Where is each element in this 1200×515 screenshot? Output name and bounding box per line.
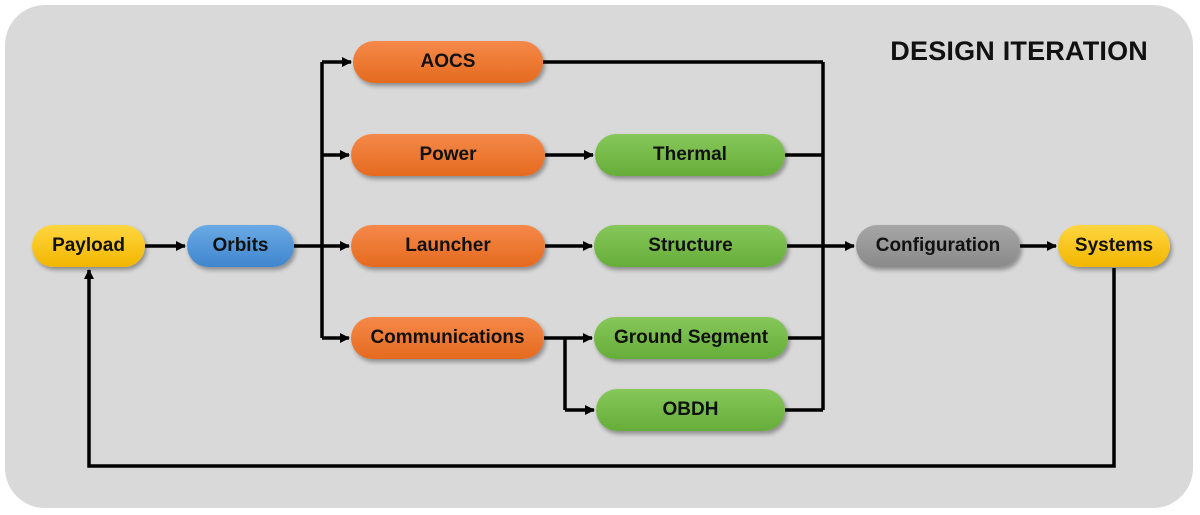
feedback-loop: [84, 268, 1116, 468]
node-ground-segment: Ground Segment: [594, 317, 788, 359]
node-power: Power: [351, 134, 545, 176]
node-obdh: OBDH: [596, 389, 785, 431]
node-communications: Communications: [351, 317, 544, 359]
node-orbits: Orbits: [187, 225, 294, 267]
node-launcher: Launcher: [351, 225, 545, 267]
node-thermal: Thermal: [595, 134, 785, 176]
node-configuration: Configuration: [856, 225, 1020, 267]
node-aocs: AOCS: [353, 41, 543, 83]
node-systems: Systems: [1058, 225, 1170, 267]
node-structure: Structure: [594, 225, 787, 267]
node-payload: Payload: [32, 225, 145, 267]
diagram-title: DESIGN ITERATION: [890, 36, 1148, 66]
